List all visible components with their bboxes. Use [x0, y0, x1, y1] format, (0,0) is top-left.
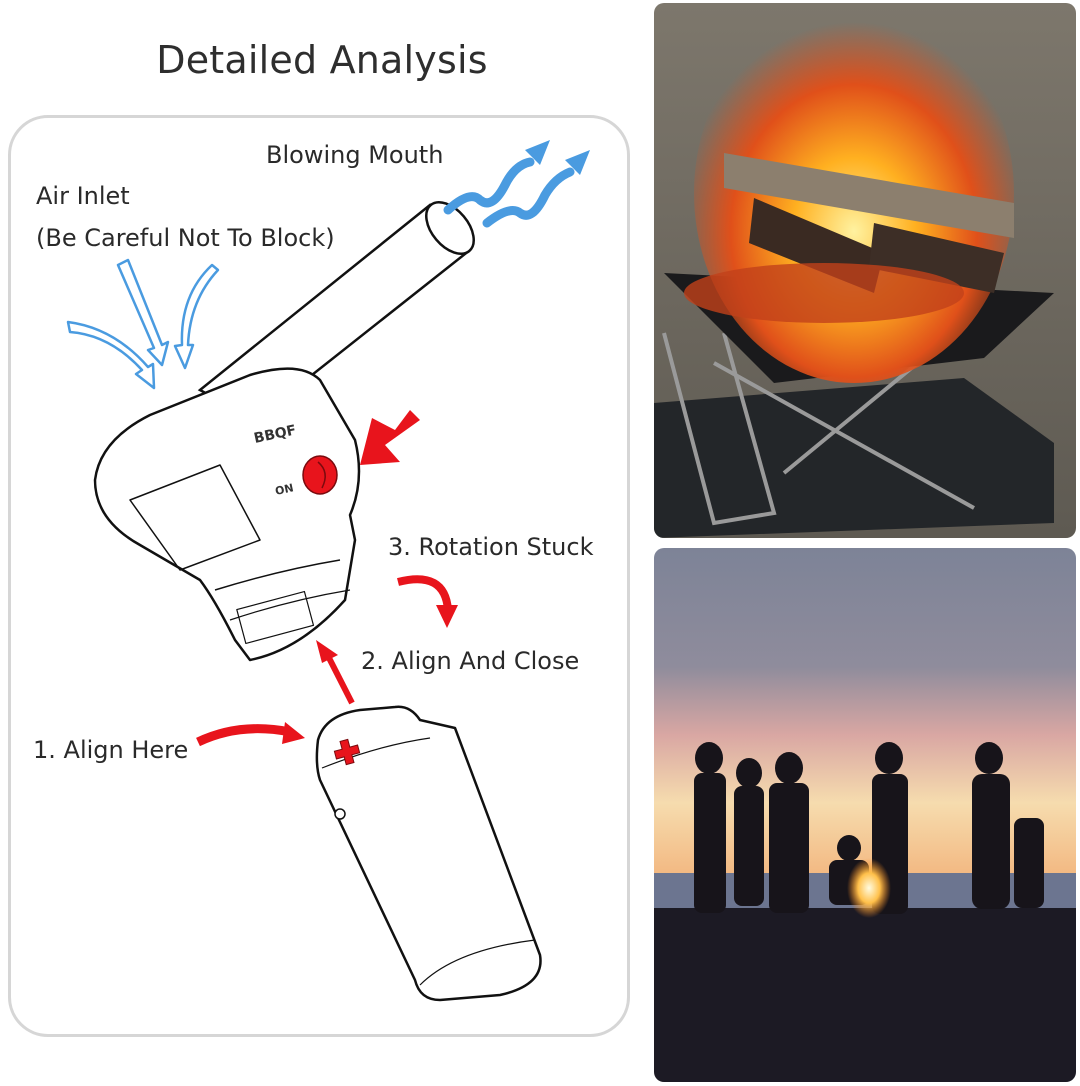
blower-body	[93, 367, 361, 662]
gas-canister	[315, 705, 542, 1002]
power-switch-icon	[302, 455, 338, 495]
rotation-arrow-icon	[397, 575, 452, 611]
campfire-photo	[654, 3, 1076, 538]
airflow-in-arrow-icon	[66, 258, 220, 390]
airflow-out-arrow-icon	[443, 157, 575, 228]
align-here-arrow-icon	[196, 722, 305, 747]
blowing-mouth-label: Blowing Mouth	[266, 141, 444, 169]
blower-tube	[197, 201, 475, 422]
blower-diagram: BBQF ON	[66, 140, 590, 1002]
step1-label: 1. Align Here	[33, 736, 189, 764]
page-title: Detailed Analysis	[156, 38, 488, 82]
device-switch-on-text: ON	[274, 481, 295, 498]
air-inlet-label: Air Inlet	[36, 182, 130, 210]
switch-pointer-arrow-icon	[360, 410, 420, 465]
air-inlet-note-label: (Be Careful Not To Block)	[36, 224, 335, 252]
step2-label: 2. Align And Close	[361, 647, 580, 675]
align-close-arrow-icon	[316, 640, 355, 705]
step3-label: 3. Rotation Stuck	[388, 533, 594, 561]
align-cross-icon	[333, 738, 361, 766]
beach-bonfire-photo	[654, 548, 1076, 1082]
